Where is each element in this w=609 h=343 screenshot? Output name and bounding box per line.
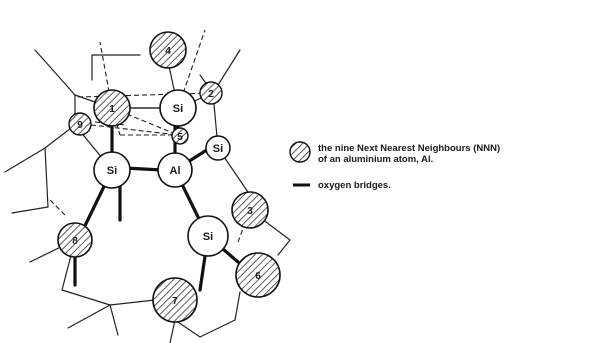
svg-text:7: 7	[172, 296, 178, 307]
svg-text:Si: Si	[213, 143, 223, 155]
nnn-atom-2: 2	[199, 81, 223, 105]
legend-nnn-line2: of an aluminium atom, Al.	[318, 154, 434, 165]
svg-text:5: 5	[177, 132, 183, 143]
svg-text:1: 1	[109, 104, 115, 115]
si-atom-lower: Si	[187, 215, 229, 257]
nnn-atom-8: 8	[57, 222, 93, 258]
svg-text:9: 9	[77, 120, 83, 131]
nnn-atom-1: 1	[93, 89, 131, 127]
legend-hatched-circle-icon	[289, 141, 311, 163]
legend-oxygen-text: oxygen bridges.	[318, 180, 391, 191]
si-atom-left: Si	[93, 151, 131, 189]
svg-text:8: 8	[72, 236, 78, 247]
svg-text:Si: Si	[203, 231, 213, 243]
svg-text:6: 6	[255, 271, 261, 282]
nnn-atom-7: 7	[152, 277, 198, 323]
al-atom: Al	[157, 152, 193, 188]
si-atom-right: Si	[205, 135, 231, 161]
legend-nnn-line1: the nine Next Nearest Neighbours (NNN)	[318, 143, 501, 154]
legend-nnn-text: the nine Next Nearest Neighbours (NNN) o…	[318, 143, 608, 165]
nnn-atom-9: 9	[68, 112, 92, 136]
nnn-atom-6: 6	[235, 252, 281, 298]
svg-text:2: 2	[208, 89, 214, 100]
nnn-atom-5: 5	[171, 127, 189, 145]
svg-text:Si: Si	[107, 165, 117, 177]
nnn-atom-3: 3	[231, 191, 269, 229]
svg-text:4: 4	[165, 46, 171, 57]
svg-text:Si: Si	[173, 103, 183, 115]
nnn-atom-4: 4	[149, 31, 187, 69]
si-atom-top: Si	[159, 89, 197, 127]
svg-text:Al: Al	[170, 165, 181, 177]
svg-text:3: 3	[247, 206, 253, 217]
